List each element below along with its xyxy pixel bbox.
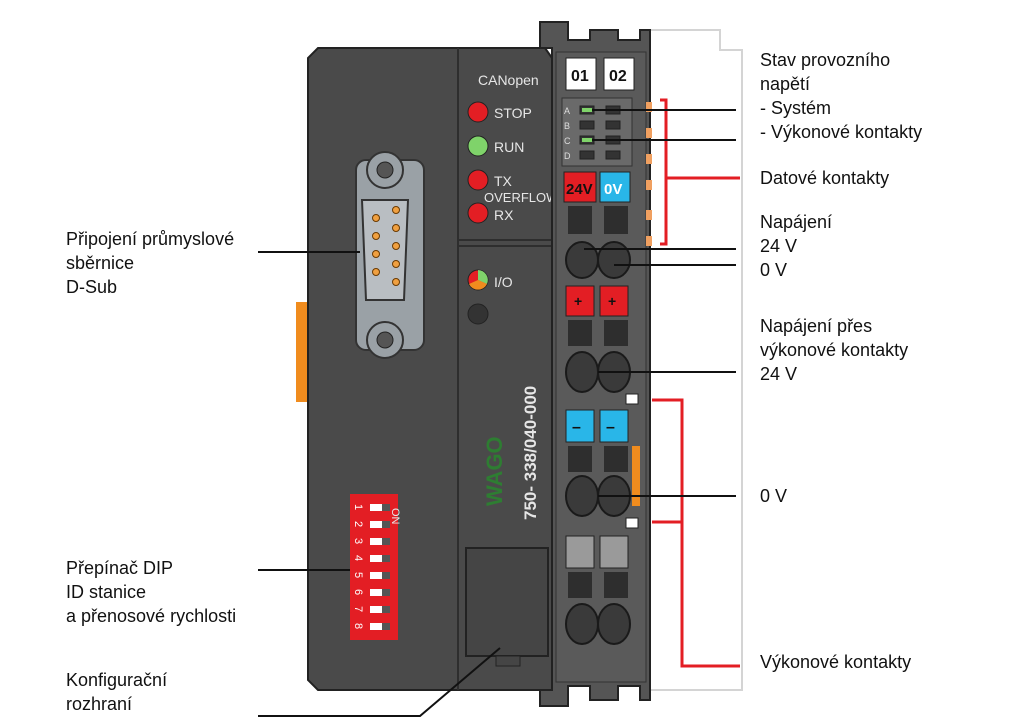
label-config: Konfigurační rozhraní bbox=[66, 670, 167, 714]
label-supply-power: Napájení přes výkonové kontakty 24 V bbox=[760, 316, 908, 384]
svg-text:A: A bbox=[564, 106, 570, 116]
svg-text:B: B bbox=[564, 121, 570, 131]
svg-text:Stav provozního: Stav provozního bbox=[760, 50, 890, 70]
led-tx: TX bbox=[494, 173, 513, 189]
svg-text:rozhraní: rozhraní bbox=[66, 694, 132, 714]
power-contacts-bracket bbox=[652, 398, 740, 668]
svg-text:24 V: 24 V bbox=[760, 364, 797, 384]
dip-number: 6 bbox=[352, 589, 364, 595]
label-0v: 0V bbox=[604, 181, 622, 198]
label-supply: Napájení 24 V 0 V bbox=[760, 212, 832, 280]
config-port bbox=[465, 547, 549, 657]
label-fieldbus: Připojení průmyslové sběrnice D-Sub bbox=[66, 229, 234, 297]
led-panel: STOP RUN TX OVERFLOW RX bbox=[467, 101, 559, 224]
end-plate bbox=[649, 29, 743, 691]
plus-1: + bbox=[574, 293, 582, 309]
svg-text:Napájení přes: Napájení přes bbox=[760, 316, 872, 336]
svg-text:sběrnice: sběrnice bbox=[66, 253, 134, 273]
data-contacts-bracket bbox=[660, 98, 668, 246]
dip-number: 3 bbox=[352, 538, 364, 544]
led-overflow: OVERFLOW bbox=[484, 190, 559, 205]
svg-text:I/O: I/O bbox=[494, 274, 513, 290]
svg-text:Napájení: Napájení bbox=[760, 212, 832, 232]
dip-number: 7 bbox=[352, 606, 364, 612]
minus-2: – bbox=[606, 419, 615, 436]
svg-text:- Systém: - Systém bbox=[760, 98, 831, 118]
svg-text:Přepínač DIP: Přepínač DIP bbox=[66, 558, 173, 578]
led-rx: RX bbox=[494, 207, 514, 223]
minus-1: – bbox=[572, 419, 581, 436]
svg-text:D: D bbox=[564, 151, 571, 161]
svg-text:0 V: 0 V bbox=[760, 260, 787, 280]
brand-logo: WAGO bbox=[482, 436, 507, 506]
terminal-block: 01 02 A B C D 24V 0V + + bbox=[539, 21, 652, 707]
slot-01: 01 bbox=[571, 68, 589, 85]
dip-number: 8 bbox=[352, 623, 364, 629]
io-led: I/O bbox=[467, 269, 513, 325]
svg-text:výkonové kontakty: výkonové kontakty bbox=[760, 340, 908, 360]
plus-2: + bbox=[608, 293, 616, 309]
svg-text:- Výkonové kontakty: - Výkonové kontakty bbox=[760, 122, 922, 142]
svg-text:C: C bbox=[564, 136, 571, 146]
dip-number: 1 bbox=[352, 504, 364, 510]
model-number: 750- 338/040-000 bbox=[521, 386, 540, 520]
dsub-connector bbox=[355, 151, 425, 359]
label-status: Stav provozního napětí - Systém - Výkono… bbox=[760, 50, 922, 142]
svg-text:napětí: napětí bbox=[760, 74, 810, 94]
label-data-contacts: Datové kontakty bbox=[760, 168, 889, 188]
dip-number: 2 bbox=[352, 521, 364, 527]
dip-number: 5 bbox=[352, 572, 364, 578]
label-dip: Přepínač DIP ID stanice a přenosové rych… bbox=[66, 558, 236, 626]
label-power-contacts: Výkonové kontakty bbox=[760, 652, 911, 672]
dip-number: 4 bbox=[352, 555, 364, 561]
svg-text:D-Sub: D-Sub bbox=[66, 277, 117, 297]
dip-on-label: ON bbox=[389, 508, 401, 525]
slot-02: 02 bbox=[609, 68, 627, 85]
label-0v: 0 V bbox=[760, 486, 787, 506]
led-stop: STOP bbox=[494, 105, 532, 121]
bus-label: CANopen bbox=[478, 72, 539, 88]
svg-text:Konfigurační: Konfigurační bbox=[66, 670, 167, 690]
dip-switch: ON 1 2 3 4 5 6 7 8 bbox=[350, 494, 401, 640]
label-24v: 24V bbox=[566, 181, 593, 198]
leader-lines bbox=[258, 109, 736, 717]
svg-text:ID stanice: ID stanice bbox=[66, 582, 146, 602]
svg-text:24 V: 24 V bbox=[760, 236, 797, 256]
led-run: RUN bbox=[494, 139, 524, 155]
svg-text:Připojení průmyslové: Připojení průmyslové bbox=[66, 229, 234, 249]
svg-text:a přenosové rychlosti: a přenosové rychlosti bbox=[66, 606, 236, 626]
